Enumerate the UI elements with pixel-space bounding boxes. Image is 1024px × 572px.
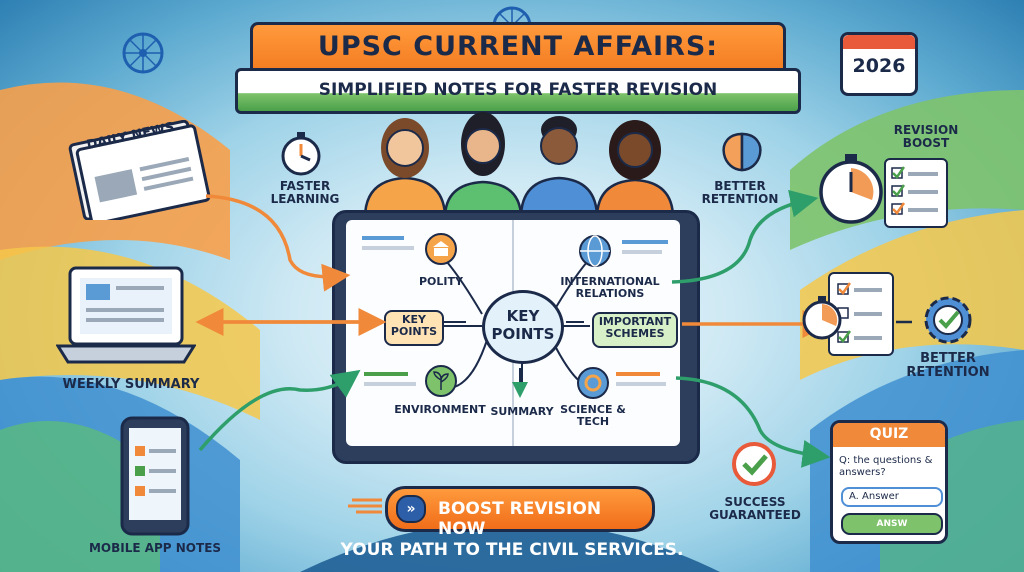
stopwatch-icon [281,132,321,176]
calendar-header [843,35,915,49]
alarm-clock-icon [819,154,883,224]
text-line [362,236,404,240]
revision-boost-label: REVISION BOOST [893,123,959,151]
parliament-icon [425,233,457,265]
brain-icon [722,132,762,172]
banner-subtitle: SIMPLIFIED NOTES FOR FASTER REVISION [318,80,718,100]
quiz-title: QUIZ [869,426,909,442]
checklist-icon [891,166,938,215]
quiz-answer-option-2[interactable]: ANSW [841,513,943,535]
globe-icon [579,235,611,267]
mobile-app-notes-label: MOBILE APP NOTES [88,541,222,555]
better-retention-right-label: BETTER RETENTION [906,351,990,381]
title-banner: UPSC CURRENT AFFAIRS: SIMPLIFIED NOTES F… [235,22,801,118]
better-retention-top-label: BETTER RETENTION [701,179,779,207]
text-line [364,372,408,376]
quiz-header: QUIZ [833,423,945,447]
student-3 [519,116,599,218]
quiz-answer-option-1[interactable]: A. Answer [841,487,943,507]
key-points-hub: KEY POINTS [482,290,564,364]
polity-label: POLITY [419,275,463,288]
text-line [364,382,416,386]
text-line [362,246,414,250]
phone-icon [120,416,190,536]
success-label: SUCCESS GUARANTEED [709,495,801,523]
speed-lines-icon [348,498,382,514]
students-illustration [363,112,675,218]
text-line [622,240,668,244]
text-line [616,372,660,376]
checklist-icon [837,282,882,343]
key-points-hub-label: KEY POINTS [491,307,555,343]
boost-revision-button-label: BOOST REVISION NOW [438,499,602,539]
quiz-card: QUIZ Q: the questions & answers? A. Answ… [830,420,948,544]
text-line [622,250,662,254]
summary-label: SUMMARY [490,405,554,418]
laptop-icon [56,266,196,364]
faster-learning-label: FASTER LEARNING [270,179,340,207]
banner-saffron-band: UPSC CURRENT AFFAIRS: [250,22,786,76]
science-tech-label: SCIENCE & TECH [560,403,626,429]
calendar-icon: 2026 [840,32,918,96]
environment-label: ENVIRONMENT [394,403,486,416]
stopwatch-small-icon [802,296,842,340]
text-line [616,382,666,386]
chakra-icon [122,32,164,74]
plant-icon [425,365,457,397]
quiz-question: Q: the questions & answers? [839,455,933,478]
banner-white-green-band: SIMPLIFIED NOTES FOR FASTER REVISION [235,68,801,114]
calendar-year: 2026 [852,55,906,77]
student-2 [443,112,523,218]
student-1 [363,118,447,218]
double-chevron-right-icon: » [396,495,426,523]
check-badge-icon [732,442,776,486]
checklist-card [884,158,948,228]
weekly-summary-label: WEEKLY SUMMARY [62,377,200,392]
key-points-pill: KEY POINTS [384,310,444,346]
newspaper-icon [68,120,211,220]
gear-icon [577,367,609,399]
international-relations-label: INTERNATIONAL RELATIONS [560,275,660,301]
footer-tagline: YOUR PATH TO THE CIVIL SERVICES. [340,540,684,560]
gear-check-icon [924,296,972,344]
student-4 [595,120,675,218]
banner-title: UPSC CURRENT AFFAIRS: [317,31,719,62]
important-schemes-pill: IMPORTANT SCHEMES [592,312,678,348]
boost-revision-button[interactable]: » BOOST REVISION NOW [385,486,655,539]
